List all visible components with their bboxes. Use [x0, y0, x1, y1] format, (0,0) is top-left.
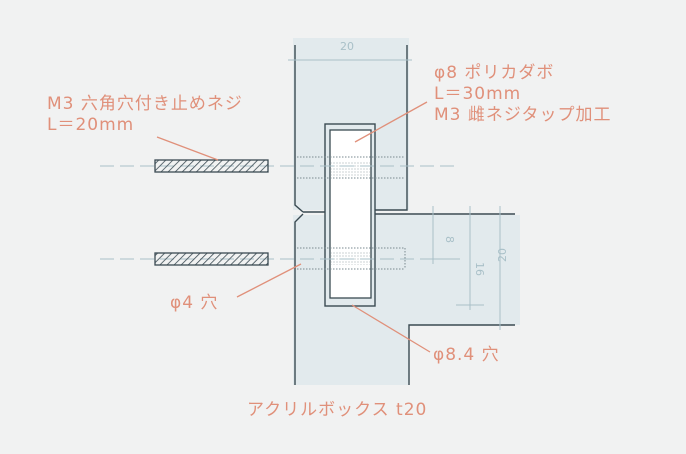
rod-label-line2: L＝30mm — [434, 84, 522, 104]
dim-8: 8 — [443, 236, 456, 243]
rod-label-line1: φ8 ポリカダボ — [434, 63, 555, 83]
dim-16: 16 — [473, 262, 486, 276]
set-screw-label-line2: L＝20mm — [47, 115, 135, 135]
acrylic-box-label: アクリルボックス t20 — [247, 400, 428, 420]
hole-8-4-label: φ8.4 穴 — [433, 345, 500, 365]
rod-label-line3: M3 雌ネジタップ加工 — [434, 105, 612, 125]
tapped-hole-lines — [297, 156, 406, 270]
set-screw-upper — [154, 159, 269, 173]
set-screw-label-line1: M3 六角穴付き止めネジ — [47, 94, 243, 114]
hole-4-label: φ4 穴 — [170, 293, 219, 313]
set-screw-lower — [154, 252, 269, 266]
dim-top-width: 20 — [340, 40, 354, 53]
dowel-rod — [324, 123, 376, 307]
leader-lines — [156, 101, 431, 353]
dimension-lines — [288, 59, 501, 330]
dim-20: 20 — [496, 248, 509, 262]
